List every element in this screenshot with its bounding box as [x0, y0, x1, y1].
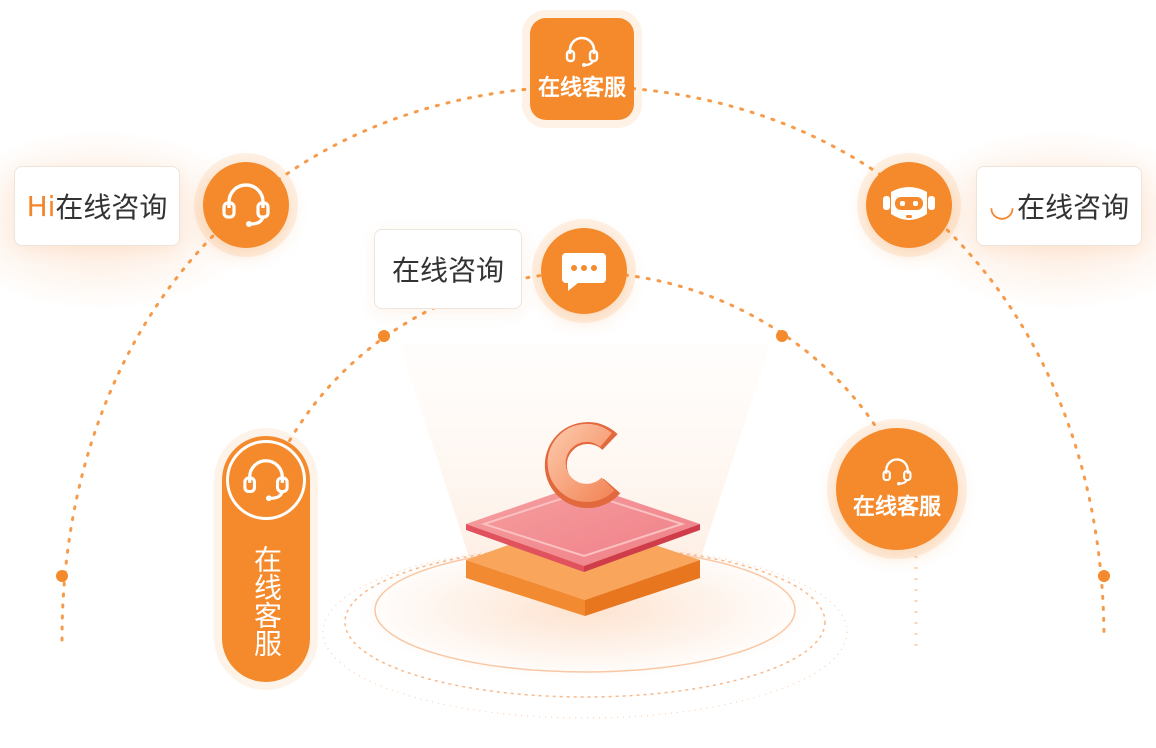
node-inner-chat[interactable]: [541, 228, 627, 314]
node-bottom-left-service[interactable]: 在线客服: [222, 436, 310, 682]
dot-outer-right: [1098, 570, 1110, 582]
left-consult-prefix: Hi: [26, 189, 56, 223]
ring-3: [322, 545, 848, 719]
chip-left: [466, 524, 584, 572]
smile-icon: ◡: [988, 188, 1016, 224]
node-top-service[interactable]: 在线客服: [530, 18, 634, 120]
dot-inner-left: [378, 330, 390, 342]
dot-outer-left: [56, 570, 68, 582]
right-consult-label[interactable]: ◡在线咨询: [976, 166, 1142, 246]
headset-icon: [882, 458, 912, 486]
inner-consult-text: 在线咨询: [391, 254, 504, 287]
top-service-label: 在线客服: [537, 76, 626, 101]
dot-inner-right: [776, 330, 788, 342]
pill-label: 在线客服: [250, 545, 283, 657]
logo-c-icon: [544, 422, 621, 509]
chip-top: [466, 484, 700, 566]
slab-left: [466, 560, 585, 616]
robot-icon: [883, 187, 935, 220]
headset-icon: [243, 459, 289, 502]
left-consult-text: 在线咨询: [55, 191, 168, 224]
chat-bubble-icon: [562, 253, 606, 291]
slab-right: [585, 560, 700, 616]
pill-cap: [226, 440, 306, 520]
center-logo: [540, 420, 630, 510]
right-consult-text: 在线咨询: [1017, 191, 1130, 224]
headset-icon: [565, 36, 599, 67]
light-beam: [400, 345, 770, 560]
node-left-headset[interactable]: [203, 162, 289, 248]
node-bottom-right-service[interactable]: 在线客服: [836, 428, 958, 550]
chip-inner: [480, 490, 686, 558]
headset-icon: [222, 183, 270, 227]
node-right-robot[interactable]: [866, 162, 952, 248]
bottom-right-service-label: 在线客服: [852, 495, 941, 520]
inner-consult-label[interactable]: 在线咨询: [374, 229, 522, 309]
chip-right: [584, 524, 700, 572]
